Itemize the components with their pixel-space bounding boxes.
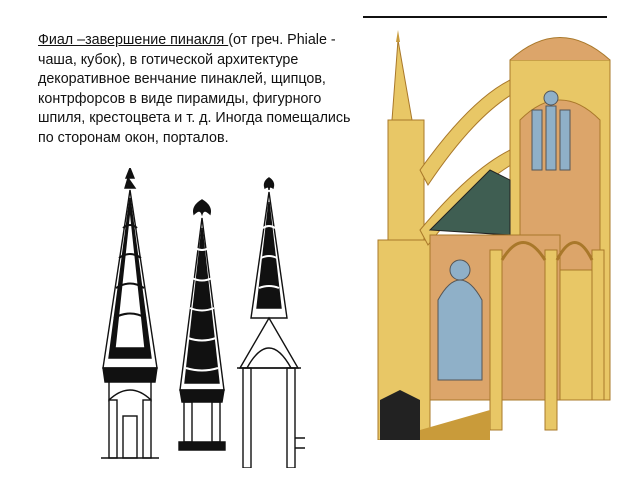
caption-body: (от греч. Phiale - чаша, кубок), в готич… [38,32,351,146]
pinnacle-right [237,177,305,468]
caption-term: Фиал –завершение пинакля [38,32,229,48]
caption-paragraph: Фиал –завершение пинакля (от греч. Phial… [38,31,363,149]
gothic-pinnacles-drawing [101,168,305,468]
top-rule [363,16,607,18]
cathedral-cross-section [377,30,611,440]
pinnacle-left [101,168,159,459]
pinnacle-middle [178,199,226,451]
